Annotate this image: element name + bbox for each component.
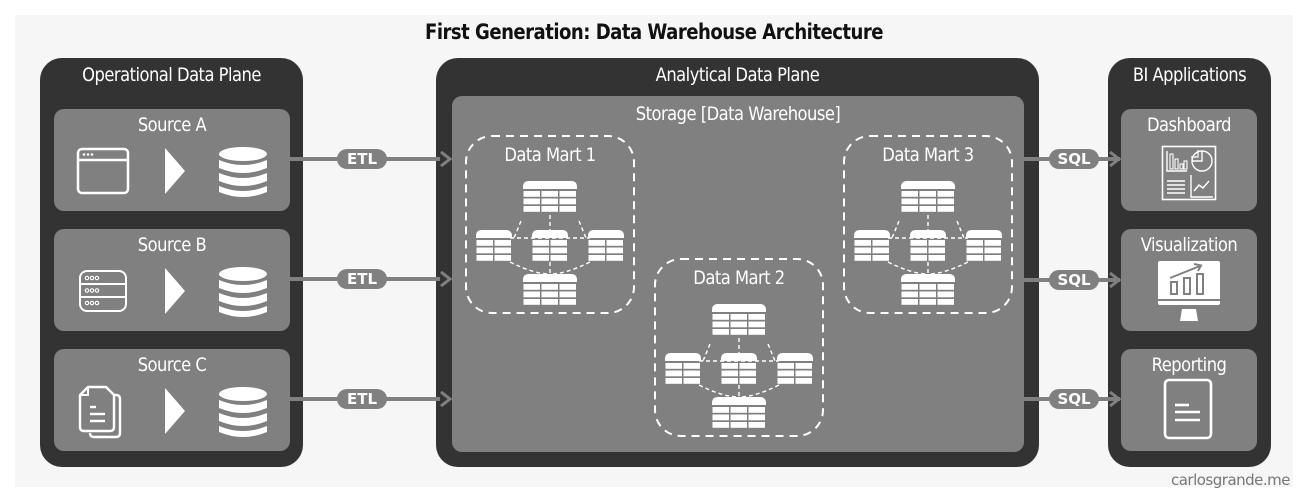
schema-relation-line [738, 384, 780, 398]
dimension-table-left [854, 230, 890, 261]
schema-relation-line [956, 220, 965, 239]
server-icon [79, 270, 127, 312]
sql-arrowhead-icon [1109, 151, 1122, 167]
dashboard-icon [1161, 145, 1217, 201]
dashboard-box: Dashboard [1121, 109, 1257, 211]
analytical-data-plane-title: Analytical Data Plane [655, 64, 820, 86]
browser-window-icon [76, 147, 130, 195]
etl-arrowhead-icon [440, 391, 453, 407]
data-mart-boundary [654, 258, 824, 437]
database-icon [219, 387, 267, 437]
etl-pill-c: ETL [337, 389, 387, 409]
source-b-label: Source B [137, 234, 207, 256]
etl-arrowhead-icon [440, 151, 453, 167]
bi-applications-title: BI Applications [1132, 64, 1247, 86]
schema-relation-line [702, 343, 711, 362]
monitor-chart-icon [1158, 261, 1220, 321]
schema-relation-line [549, 261, 591, 275]
star-schema-icon [843, 135, 1013, 314]
documents-icon [78, 385, 122, 439]
source-a-box: Source A [54, 109, 290, 211]
schema-relation-line [698, 384, 740, 398]
data-mart-2: Data Mart 2 [653, 257, 825, 438]
schema-relation-line [509, 261, 551, 275]
sql-arrowhead-icon [1109, 272, 1122, 288]
dashboard-label: Dashboard [1146, 114, 1232, 136]
source-c-box: Source C [54, 349, 290, 451]
source-b-box: Source B [54, 229, 290, 331]
database-icon [219, 147, 267, 197]
etl-pill-a: ETL [337, 149, 387, 169]
diagram-title: First Generation: Data Warehouse Archite… [425, 20, 883, 44]
dimension-table-left [476, 230, 512, 261]
dimension-table-top [712, 304, 766, 335]
data-mart-boundary [843, 135, 1013, 314]
storage-data-warehouse-title: Storage [Data Warehouse] [635, 103, 841, 125]
data-mart-2-label: Data Mart 2 [693, 267, 785, 289]
operational-data-plane-title: Operational Data Plane [82, 64, 261, 86]
fact-table-center [910, 230, 946, 261]
dimension-table-bottom [901, 274, 955, 305]
dimension-table-right [966, 230, 1002, 261]
dimension-table-top [523, 181, 577, 212]
source-c-label: Source C [137, 354, 207, 376]
data-mart-3: Data Mart 3 [842, 134, 1014, 314]
data-mart-boundary [465, 135, 635, 314]
dimension-table-bottom [523, 274, 577, 305]
credit-text: carlosgrande.me [1170, 471, 1291, 489]
schema-relation-line [578, 220, 587, 239]
sql-pill-reporting: SQL [1049, 389, 1099, 409]
fact-table-center [721, 353, 757, 384]
dimension-table-left [665, 353, 701, 384]
schema-relation-line [891, 220, 900, 239]
dimension-table-top [901, 181, 955, 212]
database-icon [219, 267, 267, 317]
reporting-box: Reporting [1121, 349, 1257, 451]
flow-arrow-icon [165, 388, 185, 434]
visualization-box: Visualization [1121, 229, 1257, 331]
sql-pill-dashboard: SQL [1049, 149, 1099, 169]
fact-table-center [532, 230, 568, 261]
etl-pill-b: ETL [337, 269, 387, 289]
report-document-icon [1163, 378, 1213, 440]
sql-pill-visualization: SQL [1049, 270, 1099, 290]
schema-relation-line [927, 261, 969, 275]
data-mart-1-label: Data Mart 1 [504, 144, 596, 166]
source-a-label: Source A [137, 114, 207, 136]
schema-relation-line [767, 343, 776, 362]
dimension-table-right [777, 353, 813, 384]
sql-arrowhead-icon [1109, 391, 1122, 407]
visualization-label: Visualization [1140, 234, 1238, 256]
flow-arrow-icon [165, 268, 185, 314]
data-mart-1: Data Mart 1 [464, 134, 636, 314]
flow-arrow-icon [165, 148, 185, 194]
star-schema-icon [654, 258, 824, 437]
etl-arrowhead-icon [440, 271, 453, 287]
data-mart-3-label: Data Mart 3 [882, 144, 974, 166]
reporting-label: Reporting [1151, 354, 1227, 376]
dimension-table-bottom [712, 397, 766, 428]
schema-relation-line [887, 261, 929, 275]
schema-relation-line [513, 220, 522, 239]
star-schema-icon [465, 135, 635, 314]
dimension-table-right [588, 230, 624, 261]
